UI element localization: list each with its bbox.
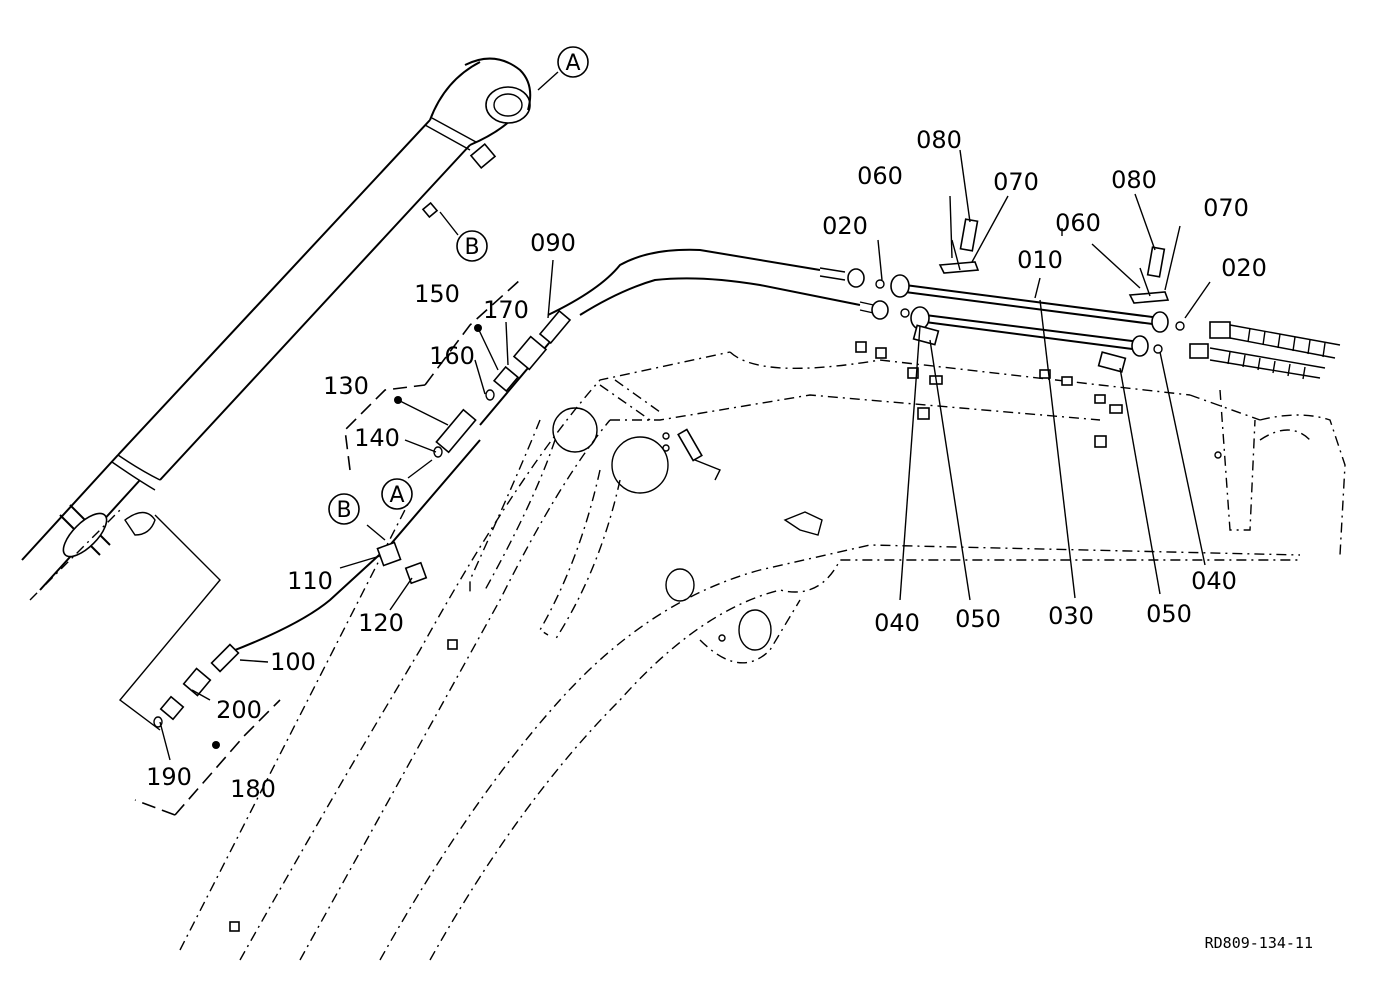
reference-markers: A A B B <box>328 46 589 525</box>
dot-130 <box>394 396 402 404</box>
leader-lines <box>159 71 1211 761</box>
part-label-120[interactable]: 120 <box>358 609 404 637</box>
part-label-110[interactable]: 110 <box>287 567 333 595</box>
reference-b-top[interactable]: B <box>456 230 488 262</box>
reference-b-mid-text: B <box>336 498 351 523</box>
part-label-080[interactable]: 080 <box>916 126 962 154</box>
assembly-brackets <box>134 279 521 816</box>
part-labels: 080 060 070 080 070 020 060 010 020 090 … <box>146 126 1267 803</box>
part-label-070-2[interactable]: 070 <box>1203 194 1249 222</box>
reference-b-mid[interactable]: B <box>328 493 360 525</box>
reference-a-top[interactable]: A <box>557 46 589 78</box>
assembly-dots <box>212 324 482 749</box>
part-label-190[interactable]: 190 <box>146 763 192 791</box>
cylinder-drawing <box>21 57 532 951</box>
part-label-030[interactable]: 030 <box>1048 602 1094 630</box>
reference-a-mid-text: A <box>389 483 404 508</box>
part-label-040[interactable]: 040 <box>874 609 920 637</box>
drawing-code: RD809-134-11 <box>1205 934 1313 952</box>
part-label-200[interactable]: 200 <box>216 696 262 724</box>
part-label-170[interactable]: 170 <box>483 296 529 324</box>
hose-lines <box>153 218 1341 728</box>
part-label-020[interactable]: 020 <box>822 212 868 240</box>
part-label-140[interactable]: 140 <box>354 424 400 452</box>
part-label-180[interactable]: 180 <box>230 775 276 803</box>
part-label-150[interactable]: 150 <box>414 280 460 308</box>
part-label-050-2[interactable]: 050 <box>1146 600 1192 628</box>
part-label-010[interactable]: 010 <box>1017 246 1063 274</box>
part-label-050[interactable]: 050 <box>955 605 1001 633</box>
part-label-020-2[interactable]: 020 <box>1221 254 1267 282</box>
part-label-080-2[interactable]: 080 <box>1111 166 1157 194</box>
part-label-060[interactable]: 060 <box>857 162 903 190</box>
dot-150 <box>474 324 482 332</box>
dot-180 <box>212 741 220 749</box>
reference-a-top-text: A <box>565 51 580 76</box>
part-label-040-2[interactable]: 040 <box>1191 567 1237 595</box>
reference-b-top-text: B <box>464 235 479 260</box>
boom-frame <box>229 341 1346 961</box>
part-label-090[interactable]: 090 <box>530 229 576 257</box>
part-label-100[interactable]: 100 <box>270 648 316 676</box>
part-label-130[interactable]: 130 <box>323 372 369 400</box>
part-label-160[interactable]: 160 <box>429 342 475 370</box>
part-label-070[interactable]: 070 <box>993 168 1039 196</box>
part-label-060-2[interactable]: 060 <box>1055 209 1101 237</box>
reference-a-mid[interactable]: A <box>381 478 413 510</box>
